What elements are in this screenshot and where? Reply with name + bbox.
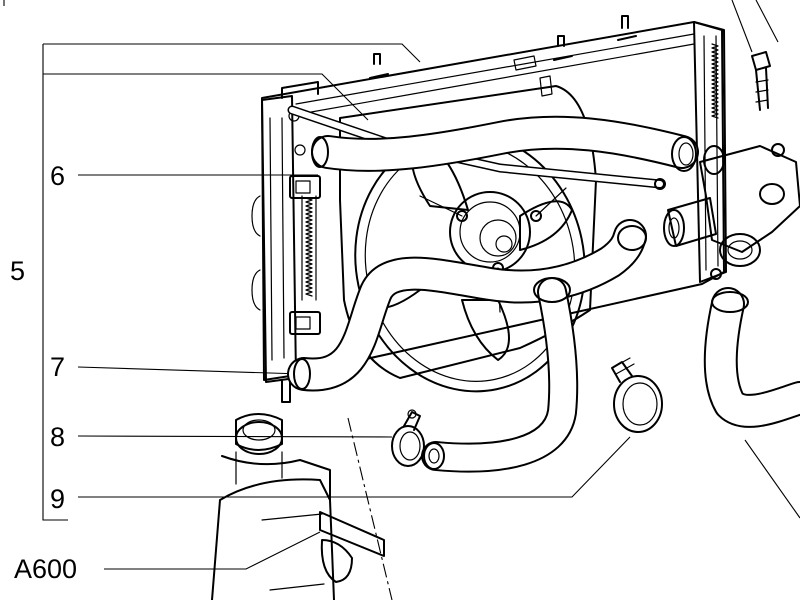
callout-8: 8 — [50, 422, 66, 452]
callout-9: 9 — [50, 484, 66, 514]
leader-7 — [77, 366, 303, 375]
callout-6: 6 — [50, 161, 66, 191]
callout-7: 7 — [50, 352, 66, 382]
leader-bracket-5 — [42, 44, 68, 521]
expansion-tank-A600 — [211, 413, 385, 600]
hose-clamp-part-8 — [391, 409, 425, 467]
fan-hub — [449, 191, 531, 273]
lower-hose-part-7 — [287, 219, 647, 392]
thermostat-housing — [663, 51, 800, 280]
radiator — [251, 15, 727, 403]
leader-top-right-2 — [755, 0, 779, 43]
right-side-hose — [703, 287, 800, 428]
radiator-right-tank — [693, 21, 727, 283]
leader-lines — [3, 0, 800, 600]
leader-9 — [78, 436, 631, 498]
expansion-tank-body — [211, 478, 335, 600]
leader-top-right-1 — [731, 0, 753, 53]
callout-A600: A600 — [14, 554, 78, 584]
leader-A600 — [104, 531, 321, 570]
expansion-tank-cap — [235, 421, 283, 455]
branch-hose — [421, 277, 579, 473]
centre-line — [347, 417, 393, 600]
leader-right-lower — [744, 439, 800, 519]
leader-5-lower — [43, 73, 369, 121]
upper-hose-part-6 — [311, 115, 699, 172]
leader-5-upper — [43, 43, 421, 63]
callout-5: 5 — [10, 256, 26, 286]
radiator-left-tank — [261, 95, 297, 383]
radiator-core — [261, 21, 725, 381]
hose-clamp-part-9 — [611, 357, 663, 433]
